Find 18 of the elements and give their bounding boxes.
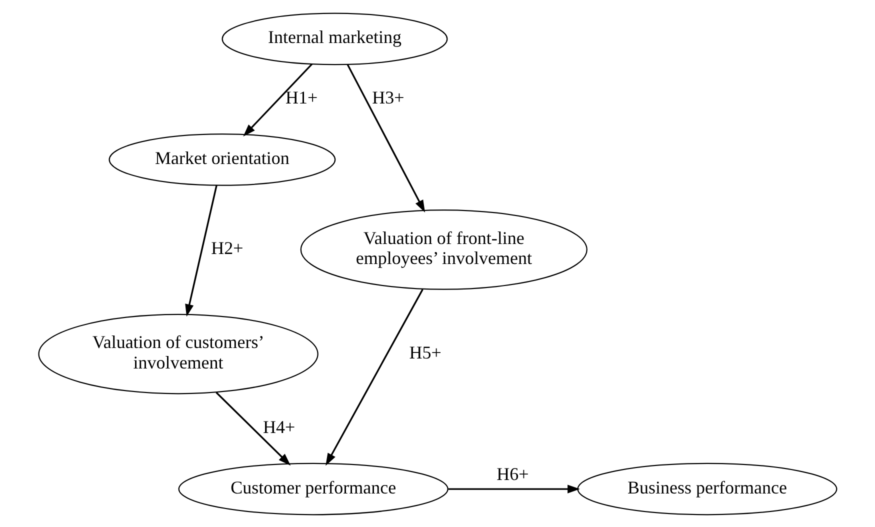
edge-label: H4+ [262,416,295,436]
node-ellipse: Market orientation [108,133,336,186]
edge-label: H6+ [496,463,528,484]
node-ellipse: Business performance [576,462,837,515]
arrow [242,62,312,136]
arrow [448,484,580,493]
arrow [346,64,425,212]
edge-label: H3+ [372,87,404,108]
edge-label: H5+ [408,342,441,362]
node-ellipse: Valuation of front-line employees’ involvement [300,209,587,290]
node-ellipse: Valuation of customers’ involvement [38,313,318,394]
arrow [215,391,290,466]
edge-label: H1+ [284,87,318,108]
edge-label: H2+ [210,237,243,258]
node-ellipse: Internal marketing [221,12,448,65]
arrow [325,288,423,466]
arrow [184,184,217,316]
node-ellipse: Customer performance [178,462,448,515]
